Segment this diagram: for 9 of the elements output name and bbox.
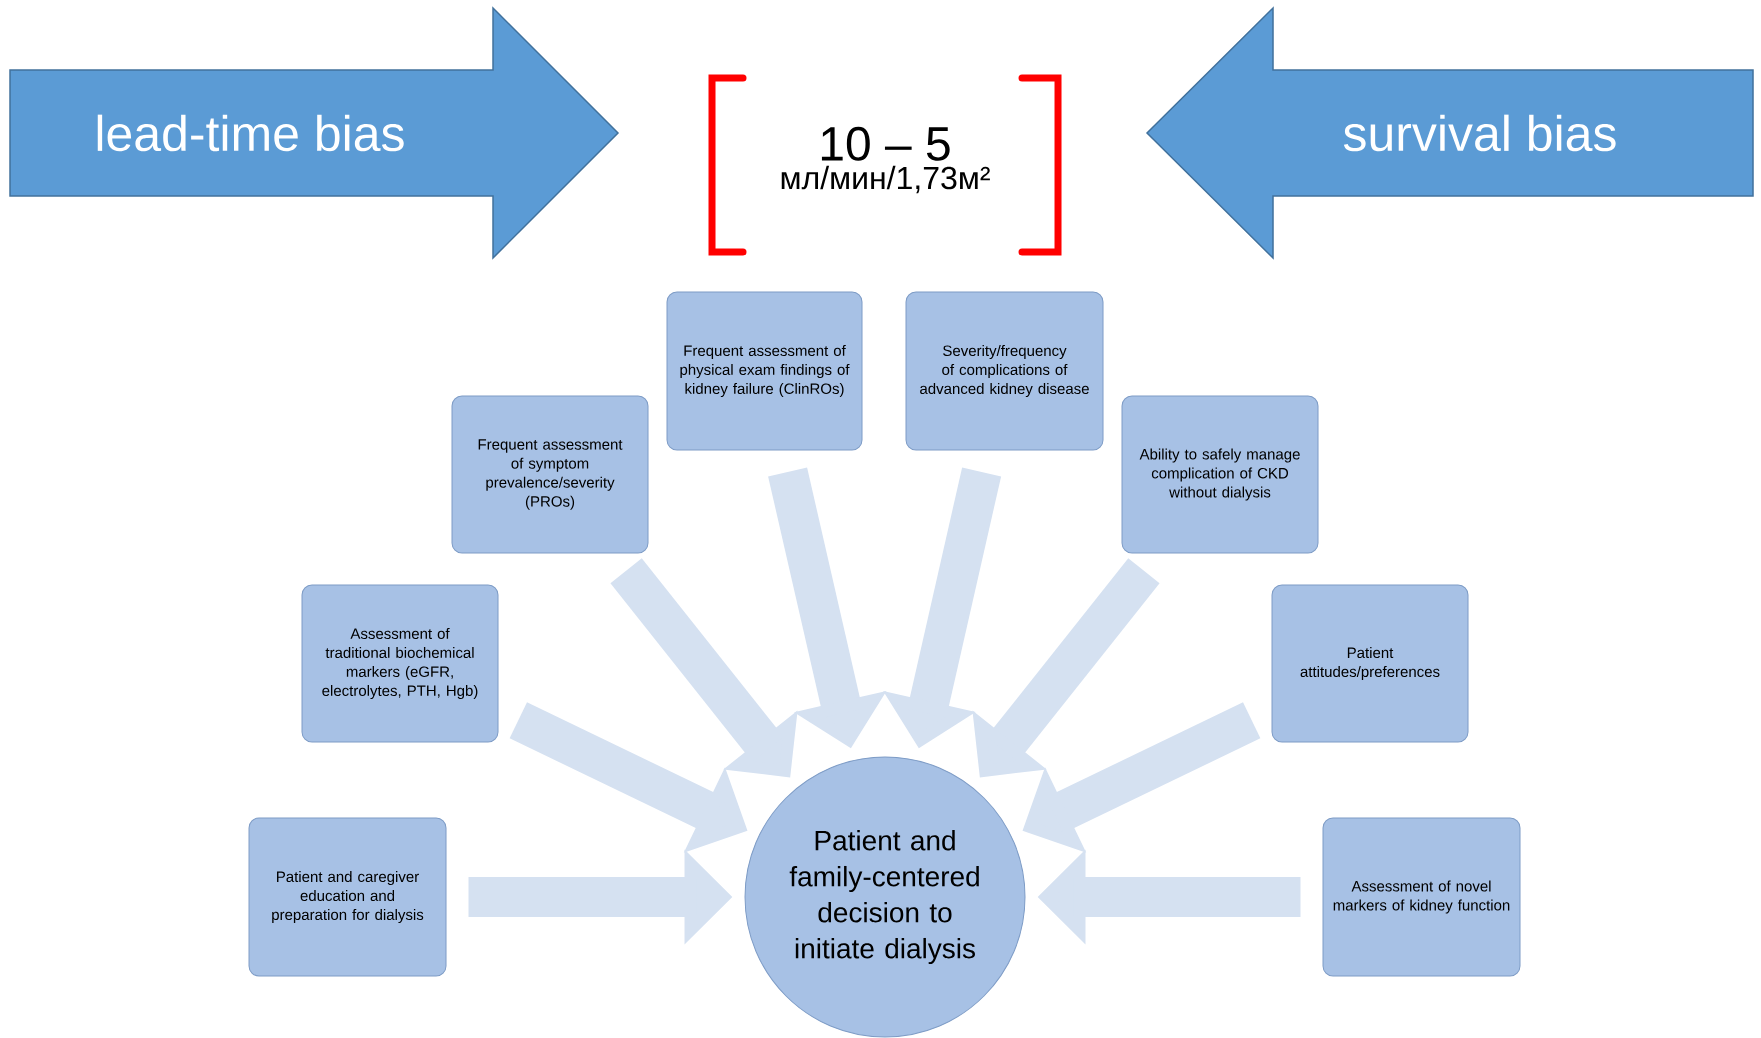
rounded-box: Assessment of traditional biochemical markers (eGFR, electrolytes, PTH, Hgb) bbox=[301, 584, 499, 743]
bracket-frame: 10 – 5 мл/мин/1,73м² bbox=[708, 74, 1062, 256]
rounded-box: Frequent assessment of symptom prevalence/severity (PROs) bbox=[451, 395, 649, 554]
rounded-box: Assessment of novel markers of kidney function bbox=[1322, 817, 1521, 977]
rounded-box: Patient and caregiver education and preparation for dialysis bbox=[248, 817, 447, 977]
rounded-box: Severity/frequency of complications of advanced kidney disease bbox=[905, 291, 1104, 451]
rounded-box: Ability to safely manage complication of CKD without dialysis bbox=[1121, 395, 1319, 554]
rounded-box: Patient attitudes/preferences bbox=[1271, 584, 1469, 743]
rounded-box: Frequent assessment of physical exam findings of kidney failure (ClinROs) bbox=[666, 291, 863, 451]
